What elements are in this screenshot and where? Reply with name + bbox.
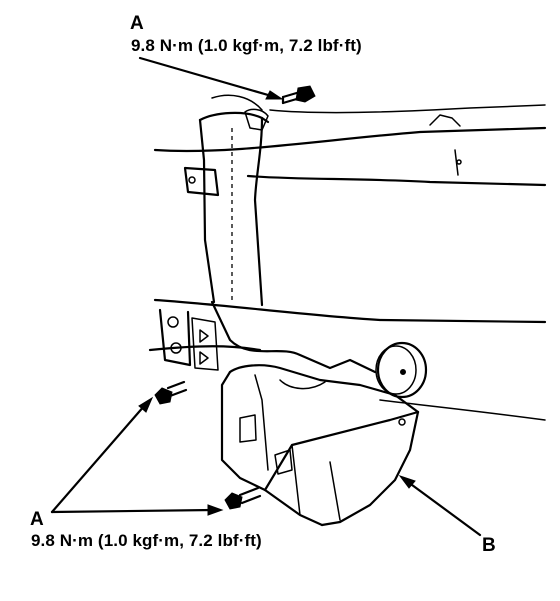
leader-top	[138, 56, 284, 100]
washer-motor	[375, 341, 428, 399]
washer-reservoir-tank	[210, 300, 420, 527]
lower-frame	[148, 298, 547, 421]
filler-neck	[183, 94, 270, 307]
bolt-top	[281, 85, 316, 105]
leader-bottom-to-bottom-bolt	[50, 504, 224, 516]
callout-bottom-letter: A	[30, 509, 44, 530]
leader-tank	[398, 475, 482, 537]
callout-bottom-torque: 9.8 N·m (1.0 kgf·m, 7.2 lbf·ft)	[31, 531, 262, 550]
body-panel	[153, 104, 547, 187]
bolt-left	[154, 380, 188, 405]
callout-tank-letter: B	[482, 535, 496, 556]
callout-top-letter: A	[130, 13, 144, 34]
bolt-bottom	[224, 486, 262, 510]
callout-top-torque: 9.8 N·m (1.0 kgf·m, 7.2 lbf·ft)	[131, 36, 362, 55]
leader-bottom-to-left-bolt	[50, 396, 154, 514]
